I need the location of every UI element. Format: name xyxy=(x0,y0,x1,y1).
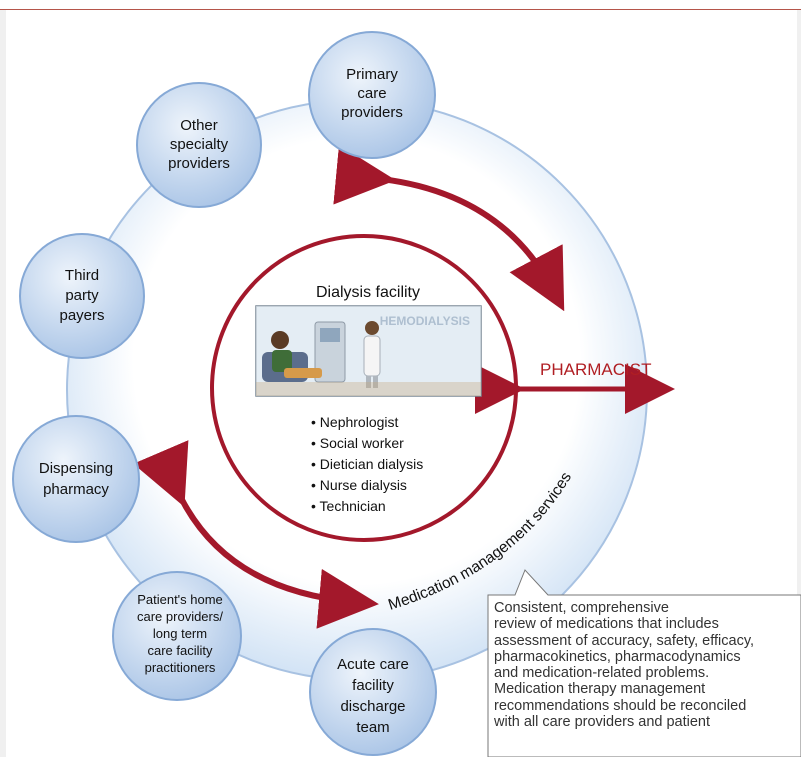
node-home-care-line5: practitioners xyxy=(145,660,216,675)
role-item: • Nephrologist xyxy=(311,414,399,430)
right-gutter xyxy=(797,10,801,757)
callout-line: with all care providers and patient xyxy=(494,714,711,731)
node-primary-care-line2: care xyxy=(357,85,386,102)
node-dispensing-line1: Dispensing xyxy=(39,460,113,477)
hemodialysis-sign: HEMODIALYSIS xyxy=(380,314,470,328)
callout-line: Medication therapy management xyxy=(494,681,706,698)
callout-line: assessment of accuracy, safety, efficacy… xyxy=(494,632,755,649)
node-home-care-line3: long term xyxy=(153,626,207,641)
center-title: Dialysis facility xyxy=(316,284,420,301)
node-acute-care-line2: facility xyxy=(352,677,394,694)
role-item: • Dietician dialysis xyxy=(311,456,423,472)
node-third-party-line1: Third xyxy=(65,267,99,284)
callout-line: pharmacokinetics, pharmacodynamics xyxy=(494,648,741,665)
role-item: • Nurse dialysis xyxy=(311,477,407,493)
callout-text: Consistent, comprehensive review of medi… xyxy=(494,600,799,730)
node-third-party-line3: payers xyxy=(59,307,104,324)
node-dispensing-line2: pharmacy xyxy=(43,481,109,498)
node-other-specialty-line3: providers xyxy=(168,155,230,172)
node-primary-care-line3: providers xyxy=(341,104,403,121)
node-third-party-line2: party xyxy=(65,287,99,304)
left-gutter xyxy=(0,10,6,757)
node-home-care: Patient's home care providers/ long term… xyxy=(112,571,242,701)
node-acute-care-line3: discharge xyxy=(340,698,405,715)
node-primary-care-line1: Primary xyxy=(346,66,398,83)
node-acute-care: Acute care facility discharge team xyxy=(309,628,437,756)
node-primary-care: Primary care providers xyxy=(308,31,436,159)
roles-list: • Nephrologist • Social worker • Dietici… xyxy=(311,414,423,514)
node-other-specialty-line1: Other xyxy=(180,117,218,134)
top-border xyxy=(0,0,801,10)
node-dispensing-pharmacy: Dispensing pharmacy xyxy=(12,415,140,543)
callout-line: recommendations should be reconciled xyxy=(494,697,747,714)
dialysis-illustration: HEMODIALYSIS xyxy=(255,305,482,397)
callout-line: review of medications that includes xyxy=(494,616,719,633)
arrow-dispensing xyxy=(133,440,379,629)
node-acute-care-line1: Acute care xyxy=(337,656,409,673)
node-other-specialty-line2: specialty xyxy=(170,136,229,153)
node-acute-care-line4: team xyxy=(356,719,389,736)
node-home-care-line2: care providers/ xyxy=(137,609,223,624)
pharmacist-label: PHARMACIST xyxy=(540,360,651,379)
callout-line: Consistent, comprehensive xyxy=(494,600,669,616)
role-item: • Social worker xyxy=(311,435,404,451)
role-item: • Technician xyxy=(311,498,386,514)
node-other-specialty: Other specialty providers xyxy=(136,82,262,208)
arrow-primary-care xyxy=(333,144,565,312)
callout-line: and medication-related problems. xyxy=(494,665,710,682)
node-third-party: Third party payers xyxy=(19,233,145,359)
callout-bubble xyxy=(487,569,801,757)
node-home-care-line4: care facility xyxy=(147,643,213,658)
node-home-care-line1: Patient's home xyxy=(137,592,223,607)
